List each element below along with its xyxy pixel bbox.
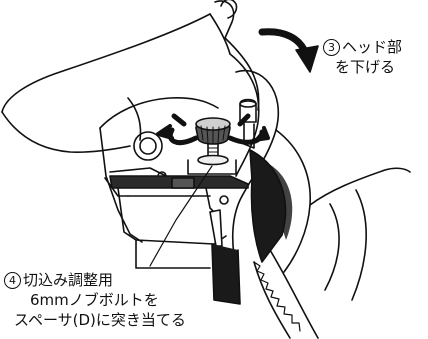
lower-head-arrow-icon — [258, 28, 319, 73]
blade-guard — [231, 69, 411, 301]
step-number-3: 3 — [323, 39, 340, 56]
saw-blade — [253, 249, 319, 339]
knob-bolt — [187, 98, 257, 175]
callout-3-line2: を下げる — [335, 58, 396, 76]
step-number-4: 4 — [4, 272, 21, 289]
leader-line — [149, 165, 213, 267]
callout-4-line3: スペーサ(D)に突き当てる — [14, 311, 186, 329]
callout-4-line2: 6mmノブボルトを — [30, 291, 159, 309]
callout-4-line1: 切込み調整用 — [23, 271, 114, 289]
handle-housing — [1, 0, 260, 177]
depth-stop-bracket — [109, 175, 249, 305]
rotation-arrows-icon — [156, 113, 270, 145]
callout-3-line1: ヘッド部 — [342, 38, 403, 56]
